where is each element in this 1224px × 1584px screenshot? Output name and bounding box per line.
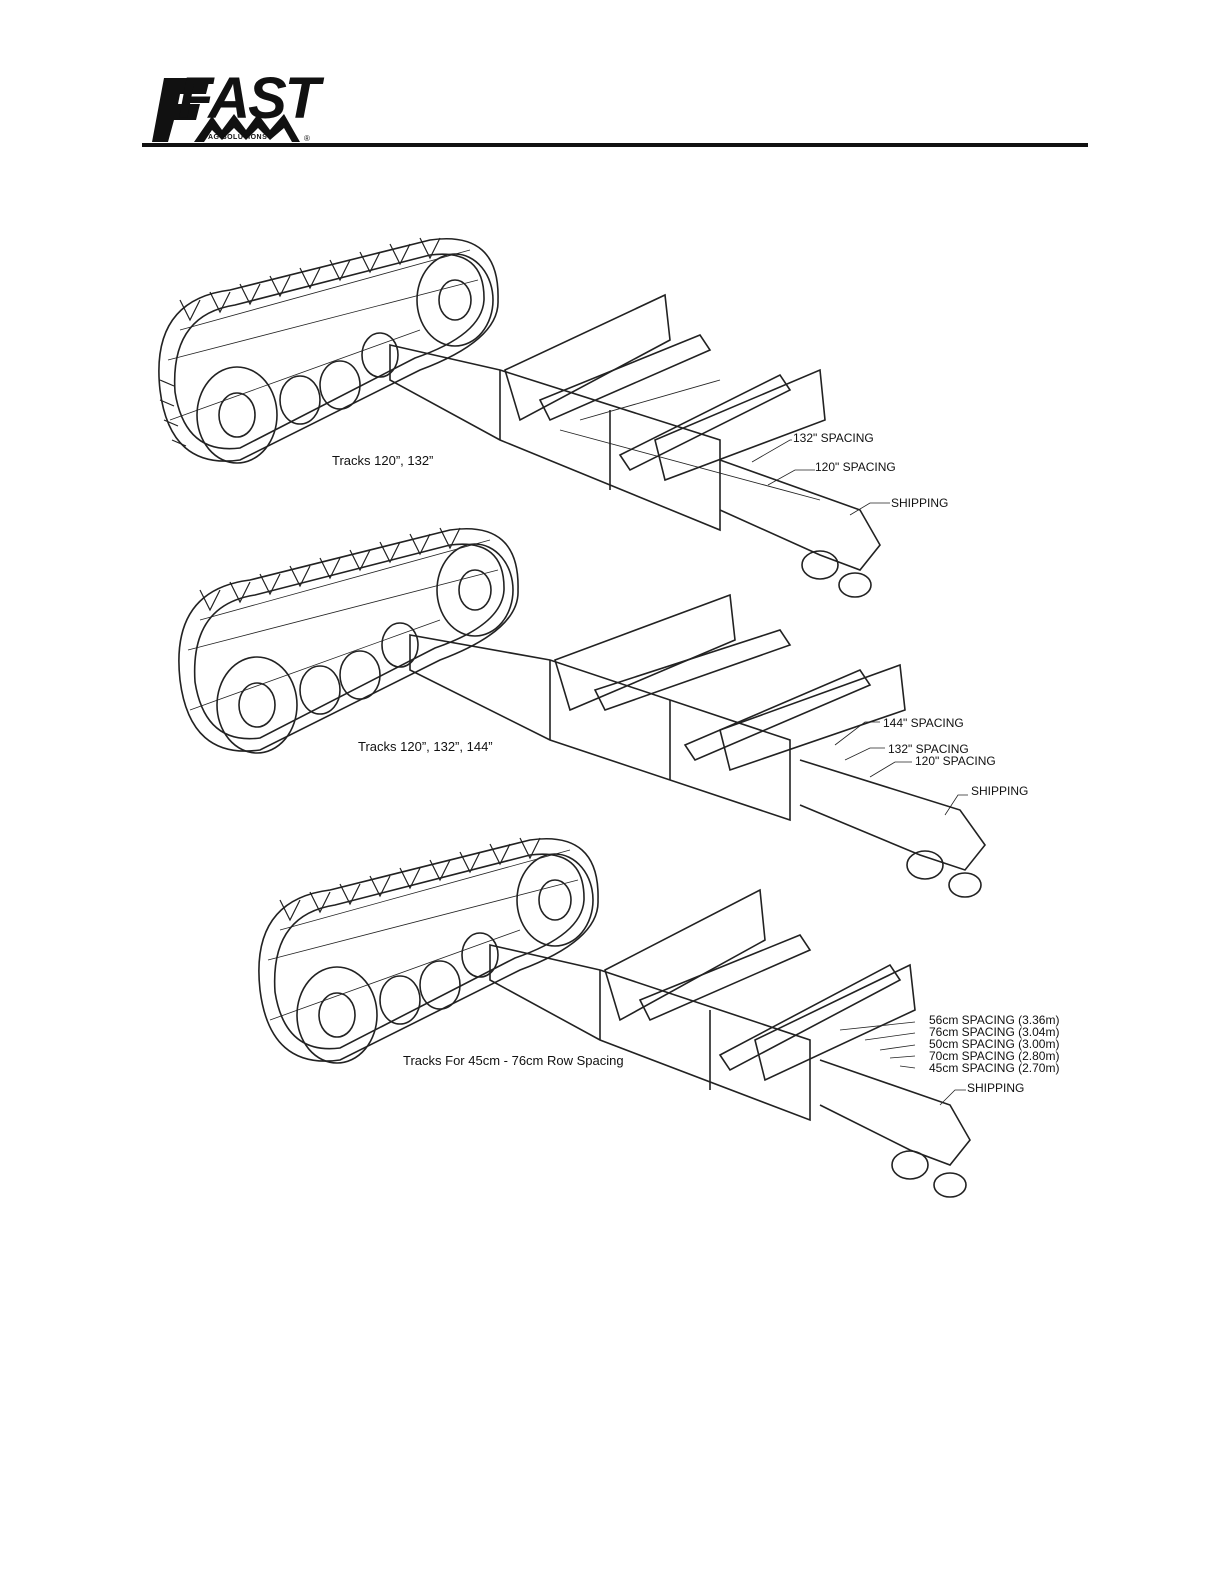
figure-3-caption: Tracks For 45cm - 76cm Row Spacing	[403, 1053, 624, 1068]
figure-3-label-5: 45cm SPACING (2.70m)	[929, 1061, 1059, 1075]
figure-3-label-6: SHIPPING	[967, 1081, 1024, 1095]
